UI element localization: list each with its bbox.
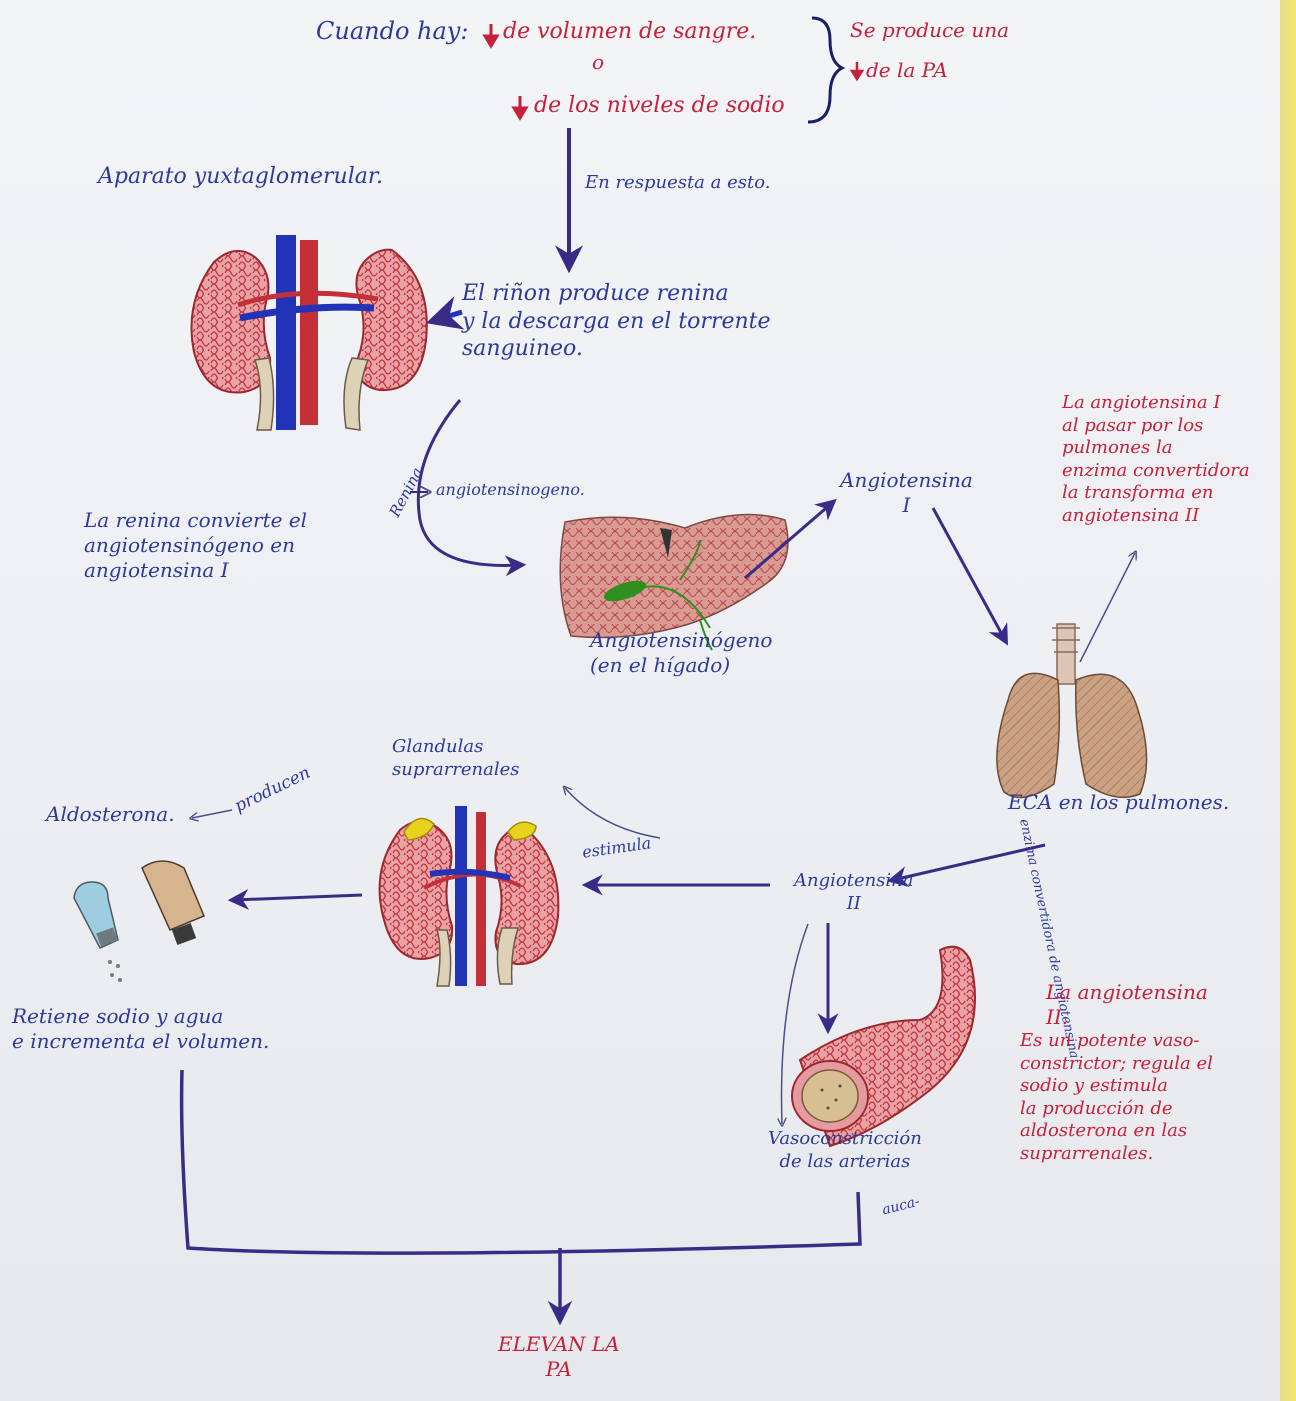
angiotensinogeno-arrow-label: angiotensinogeno. (436, 480, 585, 500)
header-result-1: Se produce una (850, 18, 1009, 43)
arrow-adrenal-to-aldosterone (234, 895, 362, 900)
salt-shaker-illustration (74, 882, 122, 982)
vasoconstriccion-label: Vasoconstricción de las arterias (768, 1128, 922, 1173)
header-cuando: Cuando hay: (316, 16, 468, 46)
header-volumen: de volumen de sangre. (503, 18, 756, 46)
renina-convierte-text: La renina convierte el angiotensinógeno … (84, 508, 307, 583)
decrease-arrow-icon (485, 24, 497, 46)
lungs-illustration (997, 624, 1147, 797)
bottom-connector (182, 1070, 860, 1253)
pulmones-note: La angiotensina I al pasar por los pulmo… (1062, 392, 1250, 527)
angio2-note-title: La angiotensina II. (1046, 980, 1208, 1030)
aparato-label: Aparato yuxtaglomerular. (98, 163, 383, 191)
arrow-estimula (565, 788, 660, 838)
respuesta-label: En respuesta a esto. (585, 172, 770, 195)
header-sodio: de los niveles de sodio (534, 92, 785, 120)
angiotensina-2-label: Angiotensina II (794, 870, 914, 915)
adrenal-kidneys-illustration (380, 806, 559, 986)
arrow-eca-to-angio2 (893, 845, 1045, 880)
decrease-arrow-icon (852, 62, 862, 79)
artery-illustration (792, 947, 975, 1146)
header-o: o (592, 50, 604, 75)
higado-label: Angiotensinógeno (en el hígado) (590, 628, 772, 678)
arrow-producen (192, 810, 232, 818)
arrow-angio1-to-lungs (933, 508, 1005, 640)
arrow-to-note (1080, 553, 1135, 662)
eca-label: ECA en los pulmones. (1008, 790, 1229, 815)
retiene-text: Retiene sodio y agua e incrementa el vol… (12, 1004, 269, 1054)
rinon-text: El riñon produce renina y la descarga en… (462, 280, 771, 363)
kidneys-illustration (192, 235, 427, 430)
angiotensina-1-label: Angiotensina I (840, 468, 973, 518)
aldosterone-bottle-illustration (142, 861, 204, 945)
producen-label: producen (231, 763, 313, 817)
elevan-la-pa: ELEVAN LA PA (498, 1332, 620, 1382)
header-brace (808, 18, 842, 122)
angio2-note: Es un potente vaso- constrictor; regula … (1020, 1030, 1213, 1165)
aldosterona-label: Aldosterona. (46, 802, 175, 827)
arrow-to-kidney (436, 312, 462, 320)
decrease-arrow-icon (514, 96, 526, 118)
glandulas-label: Glandulas suprarrenales (392, 736, 520, 781)
header-result-2: de la PA (866, 58, 948, 83)
